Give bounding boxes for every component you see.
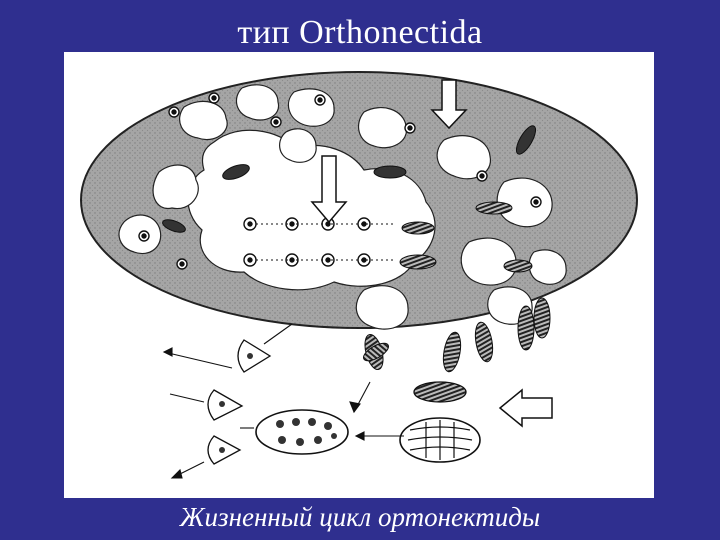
female-eggs	[276, 418, 337, 446]
larva-cells	[219, 353, 253, 453]
developing-embryos	[162, 125, 537, 273]
life-cycle-figure	[64, 52, 654, 498]
free-living-worms	[363, 297, 551, 373]
life-cycle-diagram	[80, 71, 638, 479]
slide-caption: Жизненный цикл ортонектиды	[179, 502, 541, 532]
male-adult	[413, 381, 467, 403]
slide-title: тип Orthonectida	[237, 14, 483, 51]
fertilized-female-stripes	[407, 420, 473, 460]
internal-arrows	[256, 223, 394, 261]
female-adult	[255, 409, 349, 455]
larvae	[207, 339, 272, 465]
entry-arrows	[310, 79, 553, 428]
lifecycle-arrows	[162, 323, 404, 479]
plasmodium-cavities	[118, 84, 567, 330]
